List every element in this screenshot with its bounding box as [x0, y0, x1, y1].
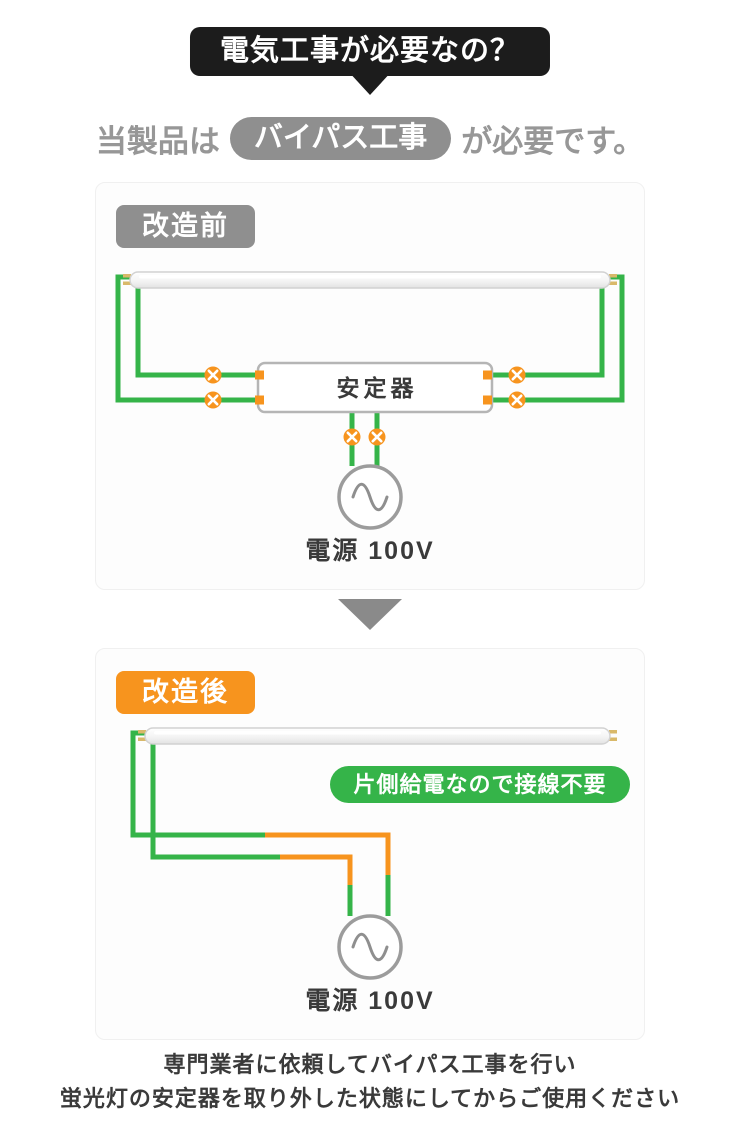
fluorescent-tube — [123, 271, 617, 289]
wire-outer-orange — [265, 832, 391, 875]
tube-shine — [139, 275, 601, 279]
fluorescent-tube — [138, 727, 617, 745]
disconnect-x-icon — [368, 428, 386, 446]
connector-tab — [255, 395, 264, 405]
panel-before: 改造前 — [95, 182, 645, 590]
wire-right-inner — [492, 286, 605, 378]
tube-pin — [138, 730, 146, 734]
disconnect-x-icon — [204, 366, 222, 384]
disconnect-x-icon — [508, 366, 526, 384]
tube-pin — [138, 737, 146, 741]
ac-power-source-icon — [337, 914, 403, 980]
connector-tab — [255, 370, 264, 380]
disconnect-x-icon — [204, 391, 222, 409]
tube-body — [144, 727, 611, 745]
tube-pin — [609, 281, 617, 285]
tube-shine — [154, 731, 601, 735]
callout-label: 片側給電なので接線不要 — [353, 772, 606, 797]
tube-pin — [123, 281, 131, 285]
wire-left-inner — [135, 286, 258, 378]
ballast-box: 安定器 — [255, 361, 494, 414]
top-question-badge: 電気工事が必要なの？ — [189, 27, 551, 76]
badge-before: 改造前 — [116, 205, 255, 248]
tube-pin — [609, 274, 617, 278]
tube-pin — [609, 737, 617, 741]
wire-inner-green — [150, 742, 280, 860]
ballast-rect — [256, 361, 494, 414]
disconnect-x-icon — [508, 391, 526, 409]
headline-suffix: が必要です。 — [461, 124, 645, 159]
panel-after: 改造後 — [95, 648, 645, 1040]
power-label: 電源 100V — [305, 987, 434, 1015]
callout-pill: 片側給電なので接線不要 — [330, 766, 630, 803]
sine-wave-icon — [351, 482, 389, 512]
before-wiring-diagram: 安定器 電源 100V — [115, 271, 625, 565]
wire-inner-orange — [280, 854, 353, 885]
ac-power-source-icon — [337, 464, 403, 530]
ballast-label: 安定器 — [337, 375, 418, 401]
sine-wave-icon — [351, 932, 389, 962]
bypass-pill: バイパス工事 — [229, 117, 452, 160]
headline-prefix: 当製品は — [95, 124, 220, 159]
connector-tab — [483, 370, 492, 380]
footnote-line-1: 専門業者に依頼してバイパス工事を行い — [163, 1052, 577, 1077]
headline: 当製品は バイパス工事 が必要です。 — [0, 116, 740, 161]
arrow-down-icon — [347, 70, 393, 95]
disconnect-x-icon — [343, 428, 361, 446]
footnote-line-2: 蛍光灯の安定器を取り外した状態にしてからご使用ください — [59, 1086, 681, 1112]
tube-pin — [123, 274, 131, 278]
footnote: 専門業者に依頼してバイパス工事を行い 蛍光灯の安定器を取り外した状態にしてからご… — [0, 1048, 740, 1116]
after-wiring-diagram: 片側給電なので接線不要 電源 100V — [130, 727, 630, 1015]
tube-body — [129, 271, 611, 289]
separator-triangle-icon — [338, 599, 402, 630]
tube-pin — [609, 730, 617, 734]
power-label: 電源 100V — [305, 537, 434, 565]
badge-after: 改造後 — [116, 671, 255, 714]
connector-tab — [483, 395, 492, 405]
